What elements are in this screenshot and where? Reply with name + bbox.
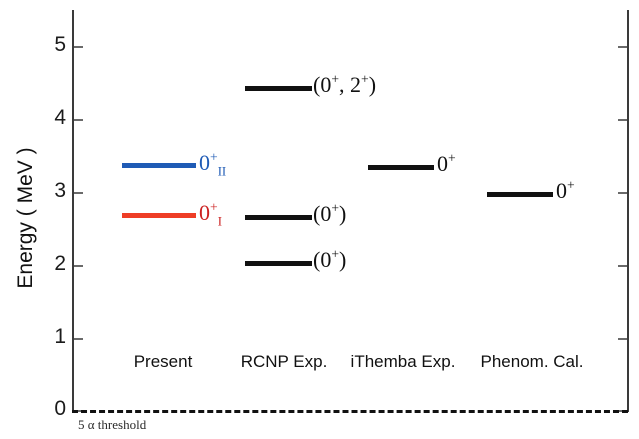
level-present-0II bbox=[122, 163, 196, 168]
level-label-close: ) bbox=[339, 247, 347, 272]
level-label-base: (0 bbox=[313, 72, 332, 97]
y-tick-left-5 bbox=[74, 46, 83, 48]
level-label-base: 0 bbox=[199, 200, 210, 225]
level-present-0I bbox=[122, 213, 196, 218]
y-axis-title: Energy ( MeV ) bbox=[14, 147, 37, 289]
y-tick-left-2 bbox=[74, 265, 83, 267]
y-tick-right-2 bbox=[618, 265, 627, 267]
y-tick-right-5 bbox=[618, 46, 627, 48]
level-label-base2: , 2 bbox=[339, 72, 362, 97]
level-label-rcnp-2030: (0+) bbox=[313, 246, 347, 272]
y-axis-right-line bbox=[627, 10, 629, 412]
level-label-present-0I: 0+I bbox=[199, 199, 222, 227]
level-label-superscript: + bbox=[448, 150, 456, 166]
level-label-close: ) bbox=[368, 72, 377, 97]
y-tick-label-2: 2 bbox=[54, 252, 66, 275]
level-label-superscript: + bbox=[567, 177, 575, 193]
y-axis-left-line bbox=[72, 10, 74, 412]
level-label-base: (0 bbox=[313, 201, 332, 226]
y-tick-right-4 bbox=[618, 119, 627, 121]
column-label-phenom-cal: Phenom. Cal. bbox=[480, 352, 584, 371]
level-label-base: 0 bbox=[199, 150, 210, 175]
level-rcnp-4440 bbox=[245, 86, 312, 91]
y-tick-label-0: 0 bbox=[54, 397, 66, 420]
level-label-superscript: + bbox=[210, 149, 218, 165]
level-label-phenom-2980: 0+ bbox=[556, 177, 575, 203]
alpha-threshold-label: 5 α threshold bbox=[78, 417, 147, 432]
column-label-rcnp-exp: RCNP Exp. bbox=[240, 352, 328, 371]
y-tick-label-1: 1 bbox=[54, 325, 66, 348]
level-label-ithemba-3350: 0+ bbox=[437, 150, 456, 176]
level-label-close: ) bbox=[339, 201, 347, 226]
y-tick-left-3 bbox=[74, 192, 83, 194]
y-tick-right-3 bbox=[618, 192, 627, 194]
column-label-present: Present bbox=[133, 352, 193, 371]
y-tick-right-1 bbox=[618, 338, 627, 340]
level-label-superscript2: + bbox=[361, 71, 369, 87]
level-label-superscript: + bbox=[331, 71, 340, 87]
level-label-base: 0 bbox=[437, 151, 448, 176]
level-label-superscript: + bbox=[210, 199, 218, 215]
level-label-superscript: + bbox=[331, 246, 340, 262]
level-label-subscript: II bbox=[217, 164, 227, 179]
level-ithemba-3350 bbox=[368, 165, 434, 170]
y-tick-left-1 bbox=[74, 338, 83, 340]
level-label-subscript: I bbox=[217, 214, 222, 229]
level-rcnp-2660 bbox=[245, 215, 312, 220]
level-rcnp-2030 bbox=[245, 261, 312, 266]
level-label-present-0II: 0+II bbox=[199, 149, 226, 177]
level-label-superscript: + bbox=[331, 200, 340, 216]
y-tick-label-4: 4 bbox=[54, 106, 66, 129]
level-label-base: (0 bbox=[313, 247, 332, 272]
y-tick-label-3: 3 bbox=[54, 179, 66, 202]
alpha-threshold-line bbox=[72, 410, 628, 413]
y-tick-label-5: 5 bbox=[54, 33, 66, 56]
level-phenom-2980 bbox=[487, 192, 553, 197]
level-label-rcnp-2660: (0+) bbox=[313, 200, 347, 226]
y-tick-left-4 bbox=[74, 119, 83, 121]
level-label-base: 0 bbox=[556, 178, 567, 203]
column-label-ithemba-exp: iThemba Exp. bbox=[350, 352, 456, 371]
level-label-rcnp-4440: (0+, 2+) bbox=[313, 71, 377, 97]
